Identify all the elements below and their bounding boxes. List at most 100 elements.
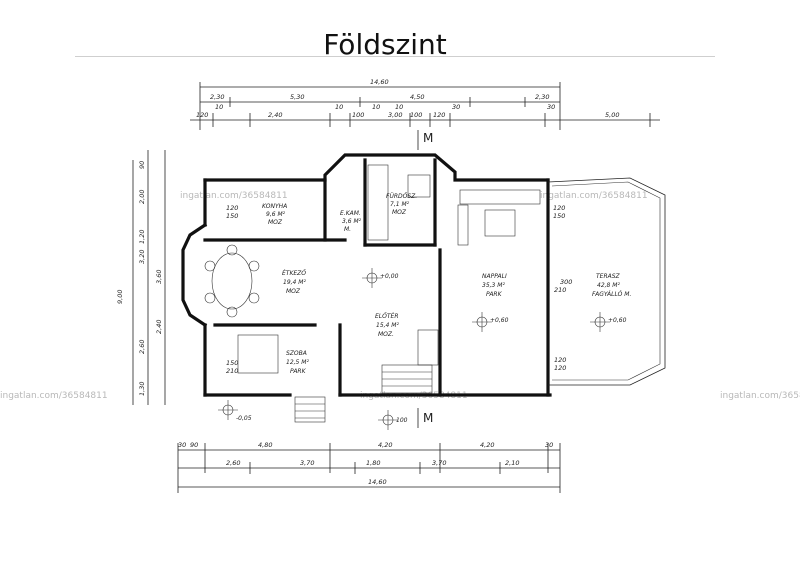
watermark-5: ingatlan.com/36584811 — [720, 391, 800, 401]
level-markers: +0,00 +0,60 +0,60 -0,05 100 — [218, 268, 627, 430]
dim-bot-r2-0: 2,60 — [226, 459, 240, 467]
bed — [237, 334, 279, 374]
furniture — [204, 164, 541, 423]
szoba-name: SZOBA — [286, 350, 307, 357]
watermark-3: ingatlan.com/36584811 — [0, 391, 108, 401]
room-labels: KONYHA 9,6 M² MOZ E.KAM. 3,6 M² M. FÜRDŐ… — [262, 193, 631, 375]
dim-top-r1-1: 5,30 — [290, 93, 304, 101]
dim-top-s5: 30 — [547, 103, 555, 111]
dim-top-s4: 30 — [452, 103, 460, 111]
dim-top-s0: 10 — [215, 103, 223, 111]
top-dimensions: 14,60 2,30 5,30 4,50 2,30 120 2,40 100 3… — [190, 78, 660, 130]
dim-left-4: 3,60 — [155, 270, 163, 284]
etkezo-floor: MOZ — [286, 288, 301, 295]
dimension-label: 150 — [226, 212, 238, 220]
dim-left-2: 1,20 — [138, 230, 146, 244]
dim-top-r2-6: 5,00 — [605, 111, 619, 119]
dim-left-6: 1,30 — [138, 382, 146, 396]
dim-bot-r1-1: 90 — [190, 441, 198, 449]
dim-top-r2-0: 120 — [196, 111, 208, 119]
sofa-table — [484, 209, 516, 237]
dim-bot-r1-4: 4,20 — [480, 441, 494, 449]
dim-top-r1-2: 4,50 — [410, 93, 424, 101]
dim-left-7: 2,40 — [155, 320, 163, 334]
bathtub — [367, 164, 389, 241]
nappali-area: 35,3 M² — [482, 282, 505, 289]
section-mark-bottom: M — [423, 411, 433, 425]
dim-bot-r2-2: 1,80 — [366, 459, 380, 467]
level-entrance: -0,05 — [236, 415, 252, 422]
szoba-area: 12,5 M² — [286, 359, 309, 366]
nappali-name: NAPPALI — [482, 273, 507, 280]
eloter-floor: MOZ. — [378, 331, 394, 338]
dim-top-s3: 10 — [395, 103, 403, 111]
dining-table — [211, 252, 253, 310]
dimension-label: 210 — [226, 367, 238, 375]
furdo-floor: MOZ — [392, 209, 407, 216]
terasz-area: 42,8 M² — [597, 282, 620, 289]
ekam-floor: M. — [344, 226, 351, 233]
dim-bot-total: 14,60 — [368, 478, 387, 486]
section-marks: M M — [417, 130, 433, 428]
dim-top-total: 14,60 — [370, 78, 389, 86]
dim-top-r2-3: 3,00 — [388, 111, 402, 119]
dim-top-r2-4: 100 — [410, 111, 422, 119]
dim-left-5: 2,60 — [138, 340, 146, 354]
furdo-area: 7,1 M² — [390, 201, 410, 208]
left-dimensions: 9,00 90 2,00 1,20 3,20 3,60 2,60 1,30 2,… — [116, 150, 166, 405]
page-title: Földszint — [323, 28, 447, 61]
bottom-dimensions: 30 90 4,80 4,20 4,20 30 2,60 3,70 1,80 3… — [177, 441, 561, 493]
dimension-label: 150 — [226, 359, 238, 367]
konyha-name: KONYHA — [262, 203, 287, 210]
dimension-label: 210 — [554, 286, 566, 294]
ekam-area: 3,6 M² — [342, 218, 362, 225]
level-terasz: +0,60 — [608, 317, 627, 324]
watermark-2: ingatlan.com/36584811 — [540, 191, 648, 201]
level-front: 100 — [396, 417, 408, 424]
dim-top-r1-3: 2,30 — [535, 93, 549, 101]
terasz-name: TERASZ — [596, 273, 621, 280]
dim-bot-r2-4: 2,10 — [505, 459, 519, 467]
etkezo-area: 19,4 M² — [283, 279, 306, 286]
level-eloter: +0,00 — [380, 273, 399, 280]
dim-top-r2-2: 100 — [352, 111, 364, 119]
dim-bot-r1-5: 30 — [545, 441, 553, 449]
dim-left-1: 2,00 — [138, 190, 146, 204]
terasz-floor: FAGYÁLLÓ M. — [592, 291, 631, 298]
dimension-label: 300 — [560, 278, 572, 286]
dim-bot-r2-1: 3,70 — [300, 459, 314, 467]
konyha-floor: MOZ — [268, 219, 283, 226]
szoba-floor: PARK — [290, 368, 307, 375]
dim-top-r1-0: 2,30 — [210, 93, 224, 101]
dim-top-r2-5: 120 — [433, 111, 445, 119]
dim-top-s1: 10 — [335, 103, 343, 111]
dim-bot-r1-2: 4,80 — [258, 441, 272, 449]
dim-bot-r1-0: 30 — [178, 441, 186, 449]
dimension-label: 120 — [554, 364, 566, 372]
dimension-label: 120 — [553, 204, 565, 212]
level-nappali: +0,60 — [490, 317, 509, 324]
konyha-area: 9,6 M² — [266, 211, 286, 218]
nappali-floor: PARK — [486, 291, 503, 298]
dim-left-0: 90 — [138, 161, 146, 169]
dimension-label: 150 — [553, 212, 565, 220]
dim-top-r2-1: 2,40 — [268, 111, 282, 119]
dim-bot-r2-3: 3,70 — [432, 459, 446, 467]
dim-top-s2: 10 — [372, 103, 380, 111]
dimension-label: 120 — [554, 356, 566, 364]
dim-left-total: 9,00 — [116, 290, 124, 304]
inner-dims: 120 150 120 150 210 300 120 120 150 210 — [226, 204, 572, 375]
stairs — [294, 329, 439, 423]
dim-bot-r1-3: 4,20 — [378, 441, 392, 449]
eloter-name: ELŐTÉR — [375, 312, 398, 320]
etkezo-name: ÉTKEZŐ — [282, 269, 306, 277]
walls — [181, 153, 666, 397]
eloter-area: 15,4 M² — [376, 322, 399, 329]
dim-left-3: 3,20 — [138, 250, 146, 264]
section-mark-top: M — [423, 131, 433, 145]
watermark-1: ingatlan.com/36584811 — [180, 191, 288, 201]
furdo-name: FÜRDŐSZ. — [386, 193, 417, 200]
dimension-label: 120 — [226, 204, 238, 212]
ekam-name: E.KAM. — [340, 210, 361, 217]
